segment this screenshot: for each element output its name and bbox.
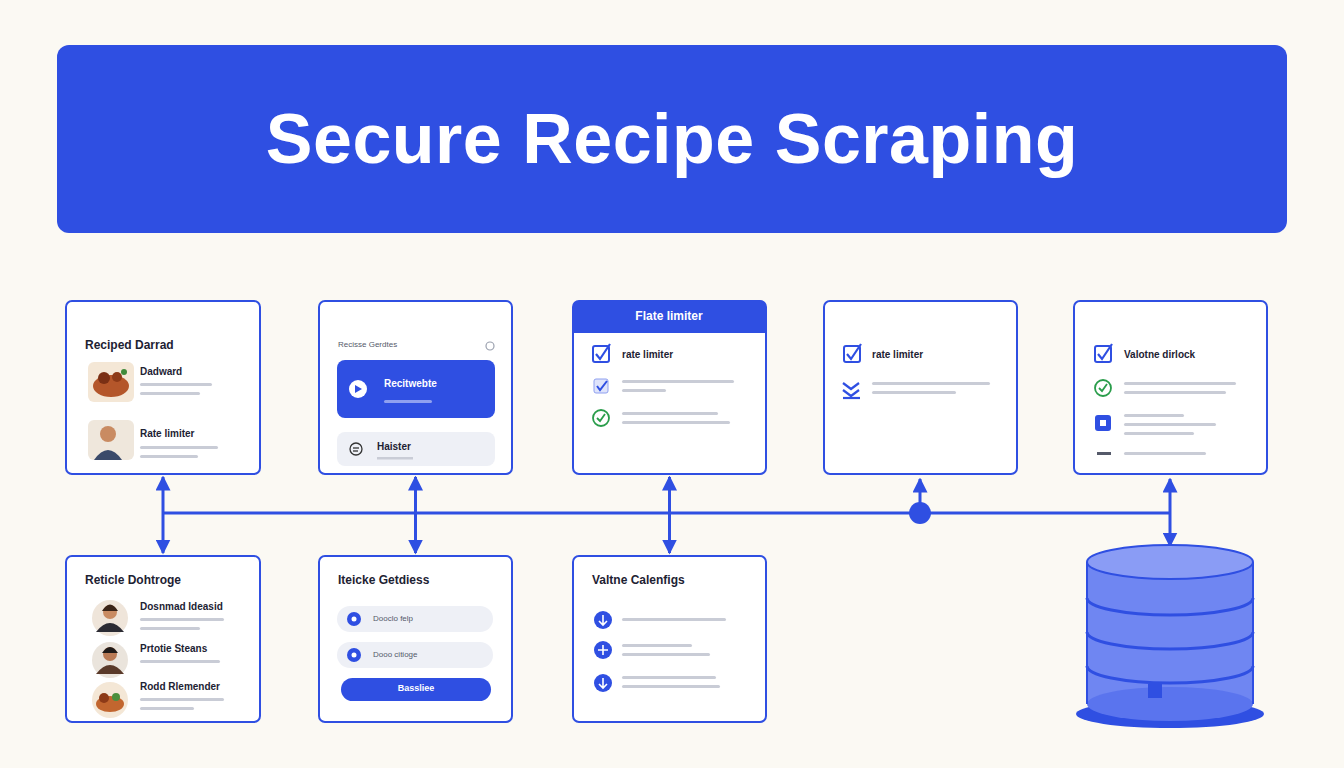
panel-box: Valtne Calenfigs (572, 555, 767, 723)
node-heading: Haister (377, 441, 487, 453)
ellipse-shape (1076, 700, 1264, 728)
panel-box: Flate limiter rate limiter (572, 300, 767, 475)
node-heading: Valtne Calenfigs (592, 573, 757, 587)
path-shape (1087, 666, 1253, 683)
rect-shape (1087, 562, 1253, 704)
connector-arrow (162, 477, 165, 553)
action-button: Recitwebte (337, 360, 495, 418)
line-shape (163, 512, 1170, 515)
node-text: Dadward (140, 366, 255, 378)
bus-wires (163, 479, 1170, 546)
panel-box: rate limiter (823, 300, 1018, 475)
node-heading: Reciped Darrad (85, 338, 245, 352)
node-text: Rate limiter (140, 428, 255, 440)
panel-box: Recisse GerdtesRecitwebteHaister (318, 300, 513, 475)
connector-arrow (668, 477, 671, 553)
ellipse-shape (1087, 545, 1253, 579)
input-field: Dooo citioge (337, 642, 493, 668)
title-band: Secure Recipe Scraping (57, 45, 1287, 233)
node-heading: Reticle Dohtroge (85, 573, 250, 587)
panel-box: Iteicke GetdiessDooclo felpDooo citiogeB… (318, 555, 513, 723)
line-shape (1086, 562, 1088, 704)
path-shape (1087, 598, 1253, 615)
path-shape (1087, 632, 1253, 649)
list-row: Haister (337, 432, 495, 466)
submit-button: Bassliee (341, 678, 491, 701)
line-shape (1169, 479, 1172, 513)
node-heading: Valotne dirlock (1124, 349, 1259, 361)
line-shape (1252, 562, 1254, 704)
node-text: Prtotie Steans (140, 643, 255, 655)
node-text: rate limiter (622, 349, 757, 361)
node-heading: Iteicke Getdiess (338, 573, 503, 587)
diagram-title: Secure Recipe Scraping (72, 99, 1272, 179)
node-heading: Dooclo felp (373, 614, 485, 624)
node-heading: Dooo citioge (373, 650, 485, 660)
panel-box: Reticle DohtrogeDosnmad IdeasidPrtotie S… (65, 555, 261, 723)
node-heading: rate limiter (872, 349, 1007, 361)
junction-dot (909, 502, 931, 524)
input-field: Dooclo felp (337, 606, 493, 632)
ellipse-shape (1087, 687, 1253, 721)
node-text: Dosnmad Ideasid (140, 601, 255, 613)
panel-box: Reciped DarradDadwardRate limiter (65, 300, 261, 475)
connector-arrow (414, 477, 417, 553)
rect-shape (1148, 684, 1162, 698)
node-heading: Recisse Gerdtes (338, 340, 488, 350)
node-text: Rodd Rlemender (140, 681, 255, 693)
database-cylinder (1076, 545, 1264, 728)
node-heading: Bassliee (341, 683, 491, 694)
node-heading: Flate limiter (574, 309, 764, 323)
panel-box: Valotne dirlock (1073, 300, 1268, 475)
line-shape (1169, 513, 1172, 546)
node-heading: Recitwebte (384, 378, 488, 390)
